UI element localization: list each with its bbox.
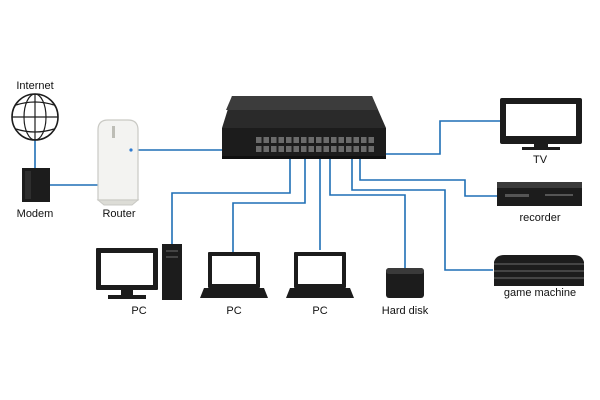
laptop-icon bbox=[200, 252, 268, 298]
laptop-icon bbox=[286, 252, 354, 298]
switch-port bbox=[316, 137, 322, 143]
switch-port bbox=[331, 137, 337, 143]
switch-port bbox=[301, 146, 307, 152]
switch-port bbox=[323, 146, 329, 152]
switch-port bbox=[301, 137, 307, 143]
switch-port bbox=[293, 137, 299, 143]
desktop-pc-icon bbox=[96, 244, 182, 300]
switch-port bbox=[368, 146, 374, 152]
label-hard-disk: Hard disk bbox=[381, 305, 429, 317]
switch-port bbox=[278, 146, 284, 152]
label-tv: TV bbox=[532, 154, 548, 166]
modem-icon bbox=[22, 168, 50, 202]
globe-icon bbox=[11, 93, 59, 141]
switch-port bbox=[361, 137, 367, 143]
switch-port bbox=[308, 137, 314, 143]
link-switch-recorder bbox=[359, 159, 497, 197]
game-console-icon bbox=[494, 255, 584, 286]
hard-disk-icon bbox=[386, 268, 424, 298]
switch-port bbox=[293, 146, 299, 152]
switch-port bbox=[256, 137, 262, 143]
link-switch-hard-disk bbox=[329, 159, 406, 270]
switch-port bbox=[308, 146, 314, 152]
link-switch-game-machine bbox=[351, 159, 493, 271]
switch-port bbox=[353, 146, 359, 152]
label-game-machine: game machine bbox=[503, 287, 577, 299]
label-pc-laptop-2: PC bbox=[312, 305, 328, 317]
link-switch-pc-laptop-1 bbox=[232, 159, 306, 252]
switch-port bbox=[368, 137, 374, 143]
switch-port bbox=[271, 137, 277, 143]
switch-port bbox=[278, 137, 284, 143]
switch-port bbox=[256, 146, 262, 152]
switch-ports bbox=[256, 137, 374, 152]
switch-port bbox=[353, 137, 359, 143]
link-switch-tv bbox=[368, 120, 500, 155]
label-modem: Modem bbox=[16, 208, 54, 220]
label-recorder: recorder bbox=[519, 212, 561, 224]
label-pc-desktop: PC bbox=[131, 305, 147, 317]
switch-port bbox=[316, 146, 322, 152]
link-switch-pc-desktop bbox=[171, 159, 291, 254]
label-pc-laptop-1: PC bbox=[226, 305, 242, 317]
switch-port bbox=[263, 137, 269, 143]
switch-port bbox=[323, 137, 329, 143]
switch-port bbox=[338, 146, 344, 152]
switch-port bbox=[331, 146, 337, 152]
switch-port bbox=[263, 146, 269, 152]
switch-port bbox=[271, 146, 277, 152]
switch-port bbox=[346, 137, 352, 143]
switch-port bbox=[286, 137, 292, 143]
switch-port bbox=[338, 137, 344, 143]
label-router: Router bbox=[102, 208, 136, 220]
tv-icon bbox=[500, 98, 582, 150]
label-internet: Internet bbox=[16, 80, 54, 92]
switch-port bbox=[361, 146, 367, 152]
connection-lines bbox=[34, 120, 500, 271]
recorder-icon bbox=[497, 182, 582, 206]
switch-port bbox=[346, 146, 352, 152]
router-icon bbox=[96, 119, 140, 206]
switch-port bbox=[286, 146, 292, 152]
